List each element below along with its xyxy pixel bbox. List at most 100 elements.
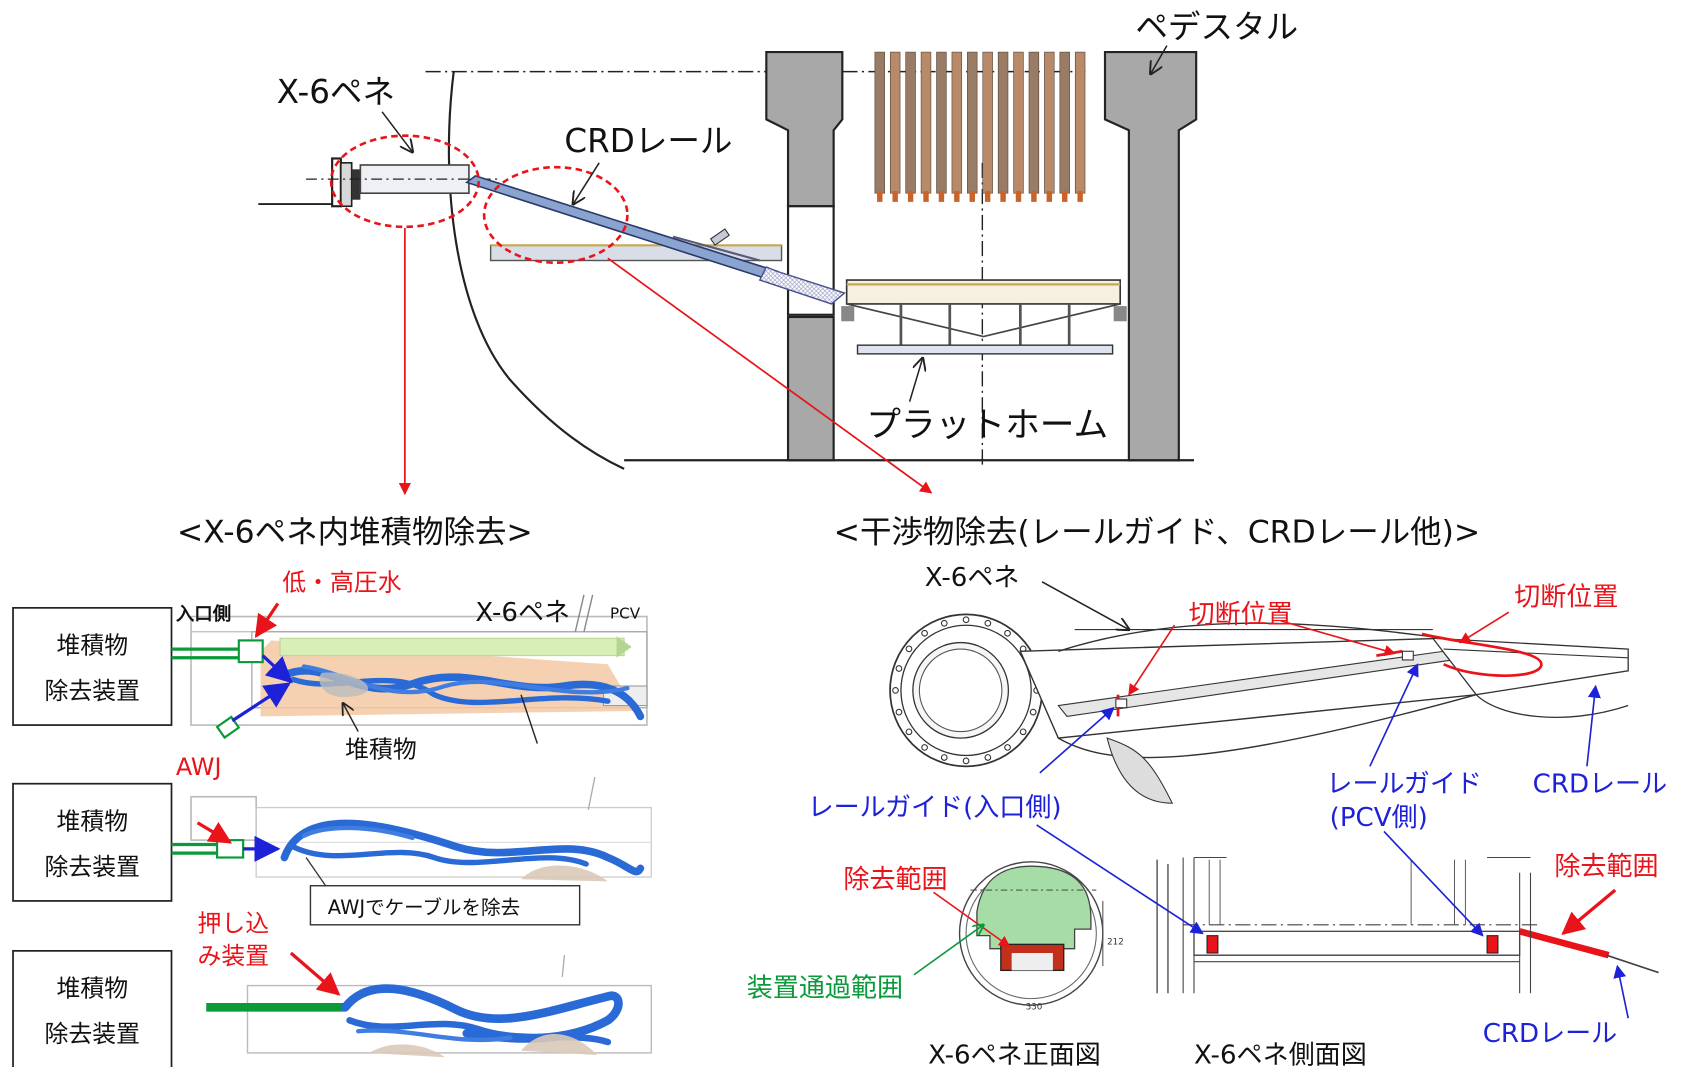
svg-text:堆積物: 堆積物 <box>56 974 128 1002</box>
crd-housing <box>982 51 993 194</box>
pedestal-left-lower <box>786 315 835 462</box>
label-crd-rail-right-1: CRDレール <box>1533 769 1667 799</box>
crd-housing <box>997 51 1009 194</box>
label-crd-rail-right-2: CRDレール <box>1483 1019 1617 1049</box>
flange-bolt <box>905 645 913 653</box>
label-inlet-side: 入口側 <box>176 603 231 625</box>
crd-housing <box>905 51 916 194</box>
svg-text:212: 212 <box>1107 937 1124 947</box>
label-x6-pene-right: X-6ペネ <box>925 563 1020 593</box>
x6-penetration-top <box>258 157 500 208</box>
crd-housing-tip <box>877 191 883 202</box>
platform-structure <box>841 279 1127 355</box>
crd-housing <box>1074 51 1086 194</box>
crd-housing-tip <box>892 191 898 202</box>
crd-housing <box>889 51 901 194</box>
right-panel-heading: <干渉物除去(レールガイド、CRDレール他)> <box>834 515 1481 551</box>
label-cut-position-1: 切断位置 <box>1189 600 1293 630</box>
pedestal-left <box>765 51 844 208</box>
flange-bolt <box>984 619 992 627</box>
crd-housing <box>936 51 947 194</box>
scene-deposit-removal: 入口側 低・高圧水 X-6ペネ PCV AWJ 堆積物 <box>171 568 648 781</box>
flange-bolt <box>921 629 928 637</box>
svg-text:除去装置: 除去装置 <box>45 1020 141 1048</box>
flange-bolt <box>962 757 970 765</box>
label-rail-guide-pcv-1: レールガイド <box>1326 769 1482 799</box>
crd-housing <box>967 51 978 194</box>
label-crd-rail-top: CRDレール <box>564 122 732 160</box>
label-removal-range-2: 除去範囲 <box>1554 852 1658 882</box>
crd-housing-tip <box>1000 191 1006 202</box>
label-awj: AWJ <box>176 753 222 781</box>
label-pressure-water: 低・高圧水 <box>282 568 402 596</box>
crd-housing-tip <box>923 191 929 202</box>
highlight-ellipse-rail <box>482 165 629 264</box>
arrow-to-right-panel <box>607 257 933 494</box>
crd-housing-tip <box>1062 191 1068 202</box>
crd-housing-tip <box>938 191 945 202</box>
label-pcv: PCV <box>610 605 641 623</box>
flange-bolt <box>940 754 948 761</box>
label-side-view: X-6ペネ側面図 <box>1194 1041 1367 1067</box>
crd-housing-tip <box>984 191 991 202</box>
label-rail-guide-inlet: レールガイド(入口側) <box>808 793 1062 823</box>
svg-text:堆積物: 堆積物 <box>56 807 128 835</box>
crd-housing <box>1059 51 1070 194</box>
crd-housing <box>1044 51 1055 194</box>
flange-bolt <box>1004 629 1011 637</box>
label-cut-position-2: 切断位置 <box>1514 583 1618 613</box>
crd-housing-tip <box>1046 191 1053 202</box>
label-passage-range: 装置通過範囲 <box>747 973 903 1003</box>
crd-housing <box>951 51 963 194</box>
device-box-2: 堆積物 除去装置 <box>12 782 173 902</box>
highlight-ellipse-pene <box>329 134 480 229</box>
pedestal-right <box>1103 51 1198 462</box>
flange-bolt <box>1019 728 1027 736</box>
left-panel: 堆積物 除去装置 堆積物 除去装置 堆積物 除去装置 <box>12 568 652 1067</box>
svg-text:堆積物: 堆積物 <box>56 631 128 659</box>
crd-housing-tip <box>907 191 914 202</box>
x6-pene-side-view <box>1036 824 1659 1019</box>
crd-housing <box>1013 51 1024 194</box>
device-box-3: 堆積物 除去装置 <box>12 949 173 1067</box>
pcv-cross-section: ペデスタル X-6ペネ CRDレール プラットホーム <box>258 8 1298 496</box>
label-deposits: 堆積物 <box>345 736 417 764</box>
svg-text:330: 330 <box>1026 1002 1043 1012</box>
svg-text:除去装置: 除去装置 <box>45 853 141 881</box>
label-x6-pene-left: X-6ペネ <box>475 598 570 628</box>
flange-bolt <box>1004 744 1011 751</box>
flange-bolt <box>895 708 903 716</box>
flange-bolt <box>905 728 913 736</box>
flange-bolt <box>921 744 928 751</box>
left-panel-heading: <X-6ペネ内堆積物除去> <box>177 515 533 551</box>
right-panel: X-6ペネ 切断位置 切断位置 レールガイド(入口側) レールガイド (PCV側… <box>747 563 1667 1067</box>
flange-bolt <box>1029 708 1037 716</box>
crd-housings <box>874 51 1086 202</box>
crd-housing <box>874 51 885 194</box>
crd-housing <box>920 51 932 194</box>
label-cable-removal: AWJでケーブルを除去 <box>328 896 520 919</box>
flange-bolt <box>895 665 903 672</box>
crd-housing-tip <box>1077 191 1083 202</box>
pcv-wall <box>447 71 625 470</box>
flange-bolt <box>962 616 970 624</box>
crd-housing-tip <box>1015 191 1022 202</box>
label-platform: プラットホーム <box>866 405 1108 445</box>
crd-housing-tip <box>1031 191 1037 202</box>
scene-cable-removal: AWJでケーブルを除去 <box>171 777 652 926</box>
device-box-1: 堆積物 除去装置 <box>12 606 173 726</box>
crd-housing-tip <box>969 191 975 202</box>
scene-push-in: 押し込 み装置 <box>198 909 652 1058</box>
label-pedestal: ペデスタル <box>1135 8 1298 46</box>
label-rail-guide-pcv-2: (PCV側) <box>1330 803 1428 833</box>
x6-pene-3d <box>889 581 1629 804</box>
crd-housing <box>1028 51 1040 194</box>
crd-rail-top <box>464 174 846 305</box>
label-removal-range-1: 除去範囲 <box>843 865 947 895</box>
label-pusher-1: 押し込 <box>198 909 270 937</box>
flange-bolt <box>892 686 899 694</box>
crd-housing-tip <box>954 191 960 202</box>
flange-bolt <box>984 754 992 761</box>
label-front-view: X-6ペネ正面図 <box>928 1041 1101 1067</box>
